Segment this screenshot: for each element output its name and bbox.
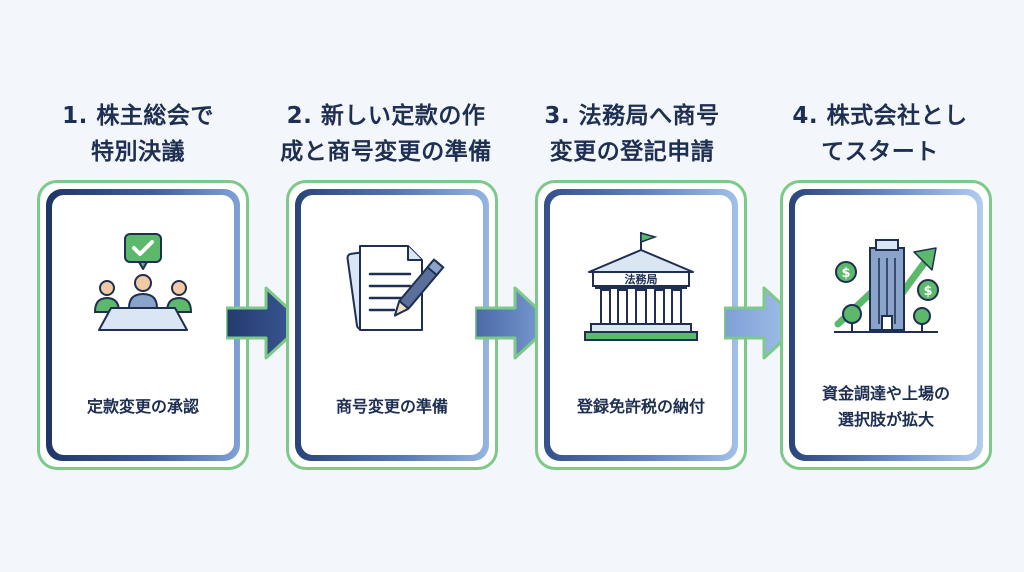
step-1-title-line2: 特別決議	[91, 139, 185, 165]
step-3-card-inner: 法務局 登録免許税の納付	[550, 195, 732, 455]
step-4-title: 4. 株式会社とし てスタート	[765, 98, 995, 170]
step-1-card: 定款変更の承認	[37, 180, 249, 470]
step-3-title: 3. 法務局へ商号 変更の登記申請	[517, 98, 747, 170]
step-3-title-line2: 変更の登記申請	[549, 139, 715, 165]
step-2-title-line1: 2. 新しい定款の作	[286, 103, 486, 129]
step-4-label-line1: 資金調達や上場の	[821, 384, 950, 403]
step-4-label: 資金調達や上場の 選択肢が拡大	[803, 367, 969, 447]
legal-affairs-bureau-icon: 法務局	[584, 232, 698, 341]
step-4-title-line2: てスタート	[821, 139, 939, 165]
step-2-card-inner: 商号変更の準備	[301, 195, 483, 455]
svg-text:$: $	[841, 266, 850, 281]
step-3-title-line1: 3. 法務局へ商号	[544, 103, 720, 129]
step-1-card-inner: 定款変更の承認	[52, 195, 234, 455]
step-2-card: 商号変更の準備	[286, 180, 498, 470]
step-2-label-line1: 商号変更の準備	[335, 397, 448, 416]
arrow-right-icon	[226, 286, 306, 360]
document-pen-icon	[346, 245, 445, 331]
step-1-label-line1: 定款変更の承認	[86, 397, 199, 416]
svg-text:$: $	[923, 284, 932, 299]
step-3-card: 法務局 登録免許税の納付	[535, 180, 747, 470]
step-3-label-line1: 登録免許税の納付	[576, 397, 705, 416]
step-2-label: 商号変更の準備	[309, 367, 475, 447]
building-sign-text: 法務局	[625, 272, 658, 286]
step-4-title-line1: 4. 株式会社とし	[792, 103, 968, 129]
step-1-title-line1: 1. 株主総会で	[62, 103, 214, 129]
growth-building-icon: $ $	[834, 239, 939, 333]
step-4-label-line2: 選択肢が拡大	[837, 410, 934, 429]
step-1-title: 1. 株主総会で 特別決議	[23, 98, 253, 170]
step-4-card: $ $ 資金調達や上場の 選択肢が拡大	[780, 180, 992, 470]
meeting-approval-icon	[93, 233, 193, 331]
arrow-right-icon	[475, 286, 555, 360]
step-2-title-line2: 成と商号変更の準備	[280, 139, 492, 165]
step-4-card-inner: $ $ 資金調達や上場の 選択肢が拡大	[795, 195, 977, 455]
step-2-title: 2. 新しい定款の作 成と商号変更の準備	[271, 98, 501, 170]
step-3-label: 登録免許税の納付	[558, 367, 724, 447]
step-1-label: 定款変更の承認	[60, 367, 226, 447]
